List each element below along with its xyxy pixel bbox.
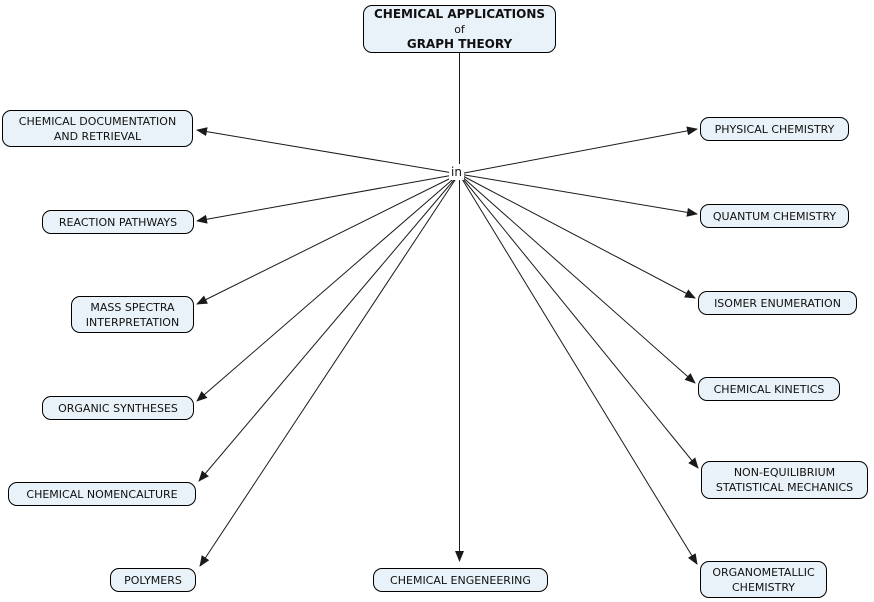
title-line-3: GRAPH THEORY bbox=[406, 36, 513, 51]
topic-node-organic-syntheses[interactable]: ORGANIC SYNTHESES bbox=[42, 396, 194, 420]
topic-node-label: ORGANIC SYNTHESES bbox=[58, 401, 178, 415]
topic-node-mass-spectra-interpretation[interactable]: MASS SPECTRA INTERPRETATION bbox=[71, 296, 194, 333]
topic-node-chemical-nomencalture[interactable]: CHEMICAL NOMENCALTURE bbox=[8, 482, 196, 506]
topic-node-label: POLYMERS bbox=[124, 573, 182, 587]
connector-line-right-3 bbox=[458, 173, 696, 299]
topic-node-non-equilibrium-statistical-mechanics[interactable]: NON-EQUILIBRIUM STATISTICAL MECHANICS bbox=[701, 461, 868, 499]
topic-node-organometallic-chemistry[interactable]: ORGANOMETALLIC CHEMISTRY bbox=[700, 561, 827, 598]
connector-line-left-4 bbox=[196, 173, 460, 402]
connector-line-left-1 bbox=[196, 127, 460, 175]
connector-line-left-2 bbox=[196, 173, 460, 224]
topic-node-label: CHEMICAL KINETICS bbox=[713, 382, 825, 396]
title-line-2: of bbox=[454, 22, 465, 36]
topic-node-chemical-kinetics[interactable]: CHEMICAL KINETICS bbox=[698, 377, 840, 401]
connector-line-left-6 bbox=[199, 173, 460, 567]
topic-node-label: NON-EQUILIBRIUM STATISTICAL MECHANICS bbox=[715, 466, 854, 494]
topic-node-label: MASS SPECTRA INTERPRETATION bbox=[85, 300, 180, 329]
topic-node-label: QUANTUM CHEMISTRY bbox=[712, 209, 837, 223]
title-node[interactable]: CHEMICAL APPLICATIONS of GRAPH THEORY bbox=[363, 5, 556, 53]
topic-node-chemical-engeneering[interactable]: CHEMICAL ENGENEERING bbox=[373, 568, 548, 592]
connector-line-right-5 bbox=[458, 173, 699, 469]
topic-node-reaction-pathways[interactable]: REACTION PATHWAYS bbox=[42, 210, 194, 234]
connector-line-right-4 bbox=[458, 173, 696, 384]
center-link-text: in bbox=[451, 165, 462, 179]
connector-line-left-3 bbox=[196, 173, 460, 305]
connector-line-right-6 bbox=[458, 173, 698, 565]
topic-node-chemical-documentation-and-retrieval[interactable]: CHEMICAL DOCUMENTATION AND RETRIEVAL bbox=[2, 110, 193, 147]
topic-node-label: REACTION PATHWAYS bbox=[58, 215, 178, 229]
connector-line-right-1 bbox=[458, 126, 698, 175]
topic-node-label: CHEMICAL NOMENCALTURE bbox=[26, 487, 178, 501]
center-link-label[interactable]: in bbox=[449, 164, 464, 180]
topic-node-label: CHEMICAL ENGENEERING bbox=[390, 573, 531, 587]
title-line-1: CHEMICAL APPLICATIONS bbox=[373, 6, 546, 21]
topic-node-quantum-chemistry[interactable]: QUANTUM CHEMISTRY bbox=[700, 204, 849, 228]
topic-node-physical-chemistry[interactable]: PHYSICAL CHEMISTRY bbox=[700, 117, 849, 141]
topic-node-label: ISOMER ENUMERATION bbox=[714, 296, 841, 310]
topic-node-label: PHYSICAL CHEMISTRY bbox=[714, 122, 835, 136]
connector-line-right-2 bbox=[458, 173, 698, 217]
topic-node-label: CHEMICAL DOCUMENTATION AND RETRIEVAL bbox=[18, 114, 177, 143]
connector-line-left-5 bbox=[198, 173, 460, 482]
topic-node-polymers[interactable]: POLYMERS bbox=[110, 568, 196, 592]
topic-node-isomer-enumeration[interactable]: ISOMER ENUMERATION bbox=[698, 291, 857, 315]
topic-node-label: ORGANOMETALLIC CHEMISTRY bbox=[712, 565, 815, 594]
